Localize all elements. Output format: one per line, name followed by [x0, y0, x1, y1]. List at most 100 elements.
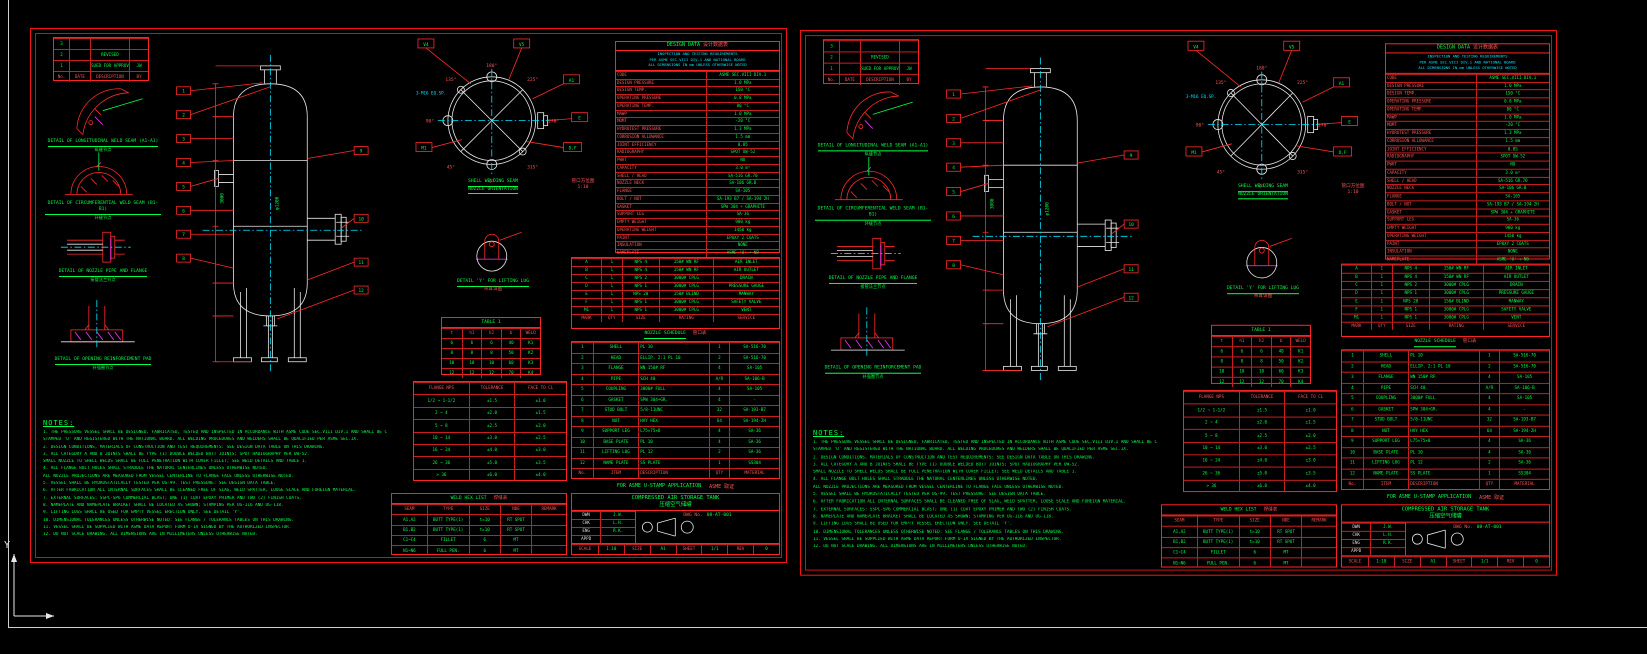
table-cell: SEAM — [1162, 515, 1197, 527]
table-cell: 80 °C — [1475, 105, 1549, 114]
nozzle-tag: V4 — [423, 42, 429, 48]
table-cell: OPERATING TEMP. — [1386, 105, 1476, 113]
table-cell: BUTT TYPE(1) — [1196, 536, 1239, 548]
text-line: 1. THE PRESSURE VESSEL SHALL BE DESIGNED… — [813, 440, 1157, 446]
table-cell: REVISED — [859, 51, 900, 63]
table-cell: NOZZLE NECK — [1386, 184, 1476, 192]
table-cell: WELD — [1290, 336, 1310, 347]
table-cell: 1 — [600, 258, 622, 266]
table-cell: 150 °C — [1475, 89, 1549, 98]
balloon-label: 7 — [952, 238, 955, 244]
table-cell: SA-36 — [729, 447, 779, 458]
table-cell: 6 — [1238, 557, 1270, 569]
table-cell: 3000# CPLG — [1428, 280, 1483, 290]
table-cell: 3 — [1342, 371, 1363, 383]
table-cell: PL 10 — [1408, 446, 1479, 458]
table-cell: 12 — [1212, 376, 1232, 387]
table-cell: 2 — [1478, 457, 1500, 469]
revision-table: 32REVISED1ISSUED FOR APPROVALJW No.DATED… — [53, 37, 149, 82]
viewport-bottom-edge — [8, 627, 1647, 628]
table-cell: NPS 4 — [621, 258, 659, 266]
table-cell: DWN — [572, 511, 601, 519]
table-cell: PL 10 — [638, 436, 709, 447]
text-line: INSPECTION AND TESTING REQUIREMENTS — [1427, 54, 1508, 59]
table-cell: SS304 — [729, 457, 779, 468]
table-cell: 2 ~ 4 — [414, 406, 469, 419]
table-cell: 3.0 m³ — [1475, 168, 1549, 177]
table-row: 1/2 ~ 1-1/2±1.5±1.0 — [1184, 403, 1336, 417]
table-cell: QTY — [600, 314, 622, 322]
table-cell: F — [1342, 305, 1371, 313]
table-cell: SA-193-B7 — [729, 405, 779, 416]
balloon-label: 8 — [182, 256, 185, 262]
table-cell: SCH 40 — [638, 373, 709, 384]
table-cell: BOLT / NUT — [1386, 200, 1476, 208]
table-cell: SPOT UW-52 — [1475, 152, 1549, 161]
table-cell: FULL PEN. — [426, 545, 469, 556]
table-cell: FLANGE — [1386, 192, 1476, 200]
table-cell: SA-105 — [1475, 192, 1549, 201]
table-cell: DESCRIPTION — [89, 71, 130, 82]
table-cell: 1/1 — [701, 544, 728, 554]
table-cell: 150# WN RF — [1428, 272, 1483, 281]
table-cell: 3000# CPLG — [1428, 313, 1483, 322]
table-cell: 1 — [600, 306, 622, 314]
table-cell: VENT — [712, 306, 779, 314]
table-cell: OPERATING WEIGHT — [1386, 231, 1476, 240]
dim-label: φ1200 — [1044, 202, 1050, 216]
nozzle-tag: V4 — [1193, 44, 1199, 50]
table-cell: ±3.5 — [514, 456, 566, 469]
text-line: 10. DIMENSIONAL TOLERANCES UNLESS OTHERW… — [43, 517, 294, 523]
table-cell: h1 — [461, 328, 482, 338]
nozzle-tag: E — [578, 116, 581, 122]
table-cell: HYDROTEST PRESSURE — [1386, 128, 1476, 137]
table-cell: DESIGN PRESSURE — [1386, 81, 1476, 90]
table-cell: 1:10 — [597, 544, 624, 554]
table-cell: ±5.0 — [1238, 466, 1285, 480]
drawing-sheet-right: 3000 φ1200 1 2 3 4 5 6 7 8 9 10 11 12 18… — [800, 30, 1557, 576]
table-cell: J.W. — [600, 511, 635, 519]
table-cell: PWHT — [616, 156, 706, 164]
balloon-label: 1 — [952, 92, 955, 98]
table-cell: 1 — [600, 274, 622, 282]
table-cell: 1 — [1370, 305, 1392, 314]
table-cell: SA-36 — [729, 426, 779, 437]
balloon-label: 4 — [182, 160, 185, 166]
table-cell: HVY HEX — [1408, 425, 1479, 436]
table-cell: - — [1499, 403, 1549, 415]
table-cell: 3000# CPLG — [1428, 305, 1483, 314]
table-cell: SIZE — [468, 504, 500, 515]
text-line: ALL DIMENSIONS IN mm UNLESS OTHERWISE NO… — [648, 63, 747, 68]
table-row: 26 ~ 36±5.0±3.5 — [414, 456, 566, 469]
table-cell: 8 — [461, 348, 482, 358]
table-cell: K2 — [1290, 356, 1310, 367]
angle-label: 45° — [447, 164, 456, 170]
table-cell: MATERIAL — [1499, 478, 1549, 490]
balloon-label: 11 — [358, 260, 364, 266]
table-cell: SA-105 — [1499, 393, 1549, 404]
table-cell: - — [729, 394, 779, 405]
table-cell: 1 — [708, 457, 730, 468]
table-row: MDMT-20 °C — [1386, 121, 1549, 129]
table-cell — [69, 49, 90, 60]
table-cell: SA-105 — [729, 363, 779, 374]
